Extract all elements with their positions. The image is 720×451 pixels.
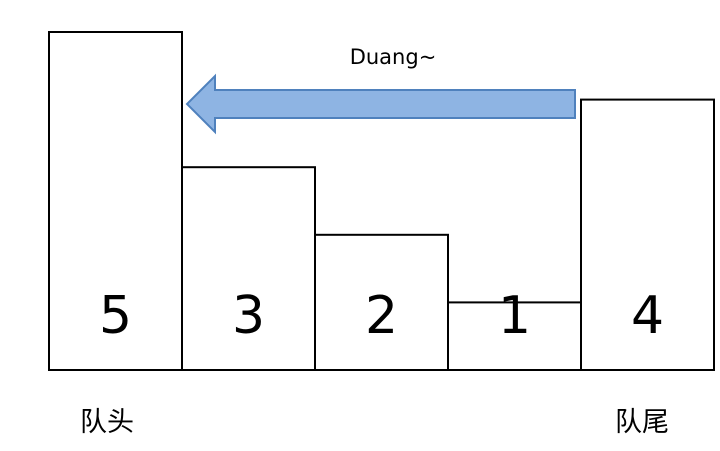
- queue-head-label: 队头: [80, 407, 134, 438]
- queue-bar-5: [48, 31, 183, 371]
- bars-layer: 5 3 2 1 4: [48, 31, 715, 371]
- queue-bar-value: 5: [99, 286, 132, 346]
- queue-bar-2: [314, 233, 449, 371]
- queue-bar-4: [580, 98, 715, 371]
- left-arrow-icon: [185, 73, 576, 135]
- queue-bar-value: 1: [498, 286, 531, 346]
- queue-bar-value: 3: [232, 286, 265, 346]
- queue-bar-3: [181, 166, 316, 371]
- queue-tail-label: 队尾: [615, 407, 669, 438]
- queue-bar-value: 2: [365, 286, 398, 346]
- queue-bar-value: 4: [631, 286, 664, 346]
- arrow-label: Duang~: [350, 45, 437, 69]
